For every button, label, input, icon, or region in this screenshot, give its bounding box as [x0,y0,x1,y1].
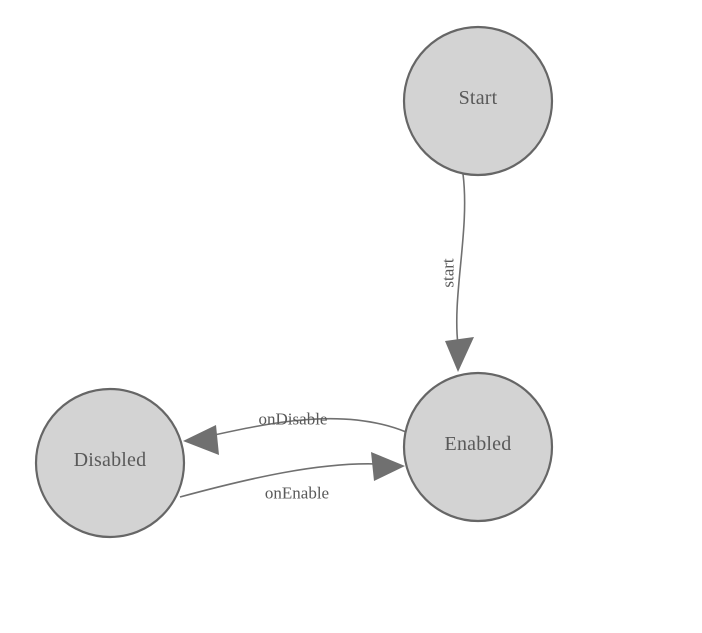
edge-start-to-enabled[interactable] [445,173,474,372]
arrowhead-left-icon [183,425,219,455]
edge-enabled-to-disabled[interactable] [183,417,407,455]
arrowhead-right-icon [371,452,405,481]
state-node-disabled[interactable]: Disabled [34,387,186,539]
edge-path-enabled-to-disabled [195,417,407,440]
edge-disabled-to-enabled[interactable] [179,452,405,498]
state-node-enabled[interactable]: Enabled [402,371,554,523]
state-node-enabled-label: Enabled [445,433,512,455]
state-node-start-circle [402,25,554,177]
state-node-start[interactable]: Start [402,25,554,177]
state-node-disabled-label: Disabled [74,449,147,471]
state-node-start-label: Start [459,87,498,109]
arrowhead-down-icon [445,337,474,372]
edge-label-start: start [439,258,458,288]
state-node-disabled-circle [34,387,186,539]
state-node-enabled-circle [402,371,554,523]
edge-path-disabled-to-enabled [179,463,379,498]
edge-path-start-to-enabled [455,173,466,346]
edge-label-onenable: onEnable [265,484,329,503]
edge-label-ondisable: onDisable [259,410,328,429]
